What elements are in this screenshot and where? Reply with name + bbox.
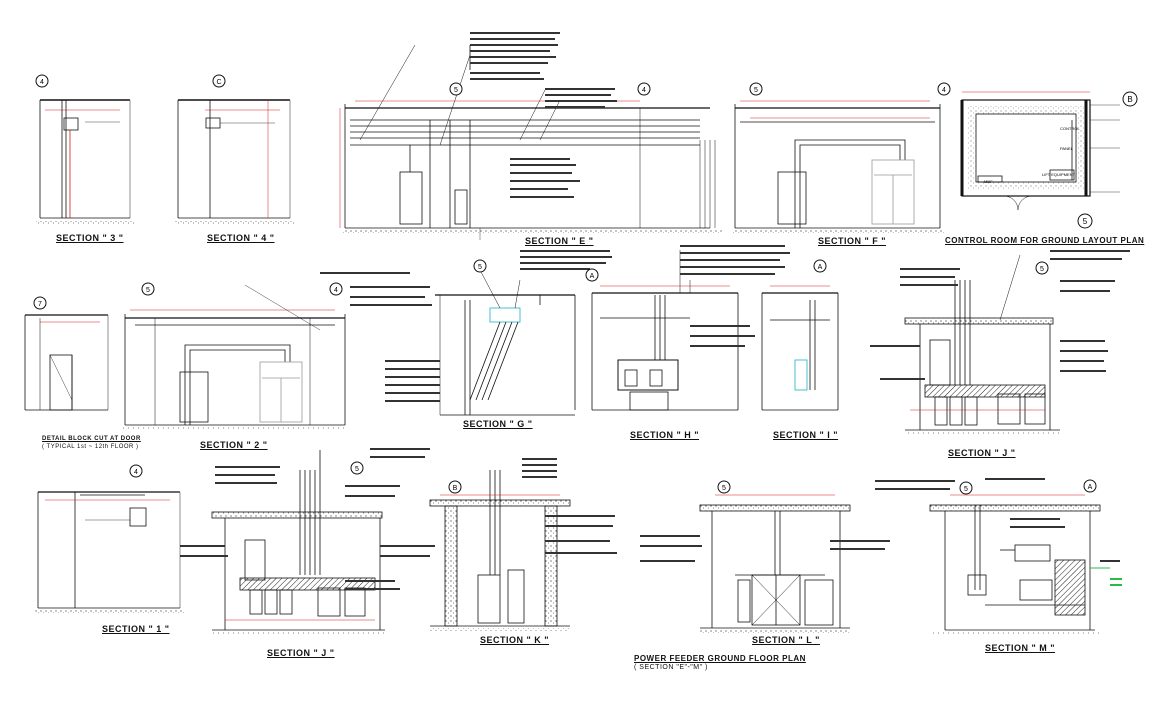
section-h-notes: [680, 245, 790, 347]
section-j-top-drawing: [904, 254, 1060, 435]
grid-bubble-label: C: [216, 79, 221, 86]
grid-bubble-label: 5: [478, 264, 482, 271]
grid-bubble-label: 4: [642, 87, 646, 94]
section-3-drawing: [36, 99, 134, 224]
grid-bubble-label: 5: [722, 485, 726, 492]
grid-bubble: [1122, 91, 1138, 107]
grid-bubble: [959, 481, 973, 495]
grid-bubble-label: 7: [38, 301, 42, 308]
control-room-plan-title: CONTROL ROOM FOR GROUND LAYOUT PLAN: [945, 236, 1145, 245]
section-1-title: SECTION " 1 ": [102, 624, 170, 634]
section-j-top-title: SECTION " J ": [948, 448, 1016, 458]
grid-bubble: [35, 74, 49, 88]
section-l-title: SECTION " L ": [752, 635, 820, 645]
section-2-drawing: [122, 284, 348, 430]
grid-bubble-label: 5: [1083, 217, 1088, 226]
section-m-drawing: [929, 494, 1110, 635]
grid-bubble: [33, 296, 47, 310]
control-room-plan: [960, 91, 1120, 211]
section-l-notes: [640, 535, 890, 562]
grid-bubble: [1077, 213, 1093, 229]
section-l-drawing: [699, 494, 851, 633]
grid-bubble: [350, 461, 364, 475]
grid-bubble: [129, 464, 143, 478]
section-4-drawing: [174, 99, 294, 224]
section-k-notes: [380, 458, 617, 557]
section-h-drawing: [591, 250, 739, 411]
section-e-drawing: [339, 44, 722, 240]
section-2-title: SECTION " 2 ": [200, 440, 268, 450]
section-m-title: SECTION " M ": [985, 643, 1056, 653]
section-e-title: SECTION " E ": [525, 236, 594, 246]
section-f-drawing: [732, 100, 944, 233]
grid-bubble: [212, 74, 226, 88]
section-g-notes: [320, 250, 612, 402]
grid-bubble-label: A: [818, 264, 823, 271]
grid-bubble: [717, 480, 731, 494]
grid-bubble: [585, 268, 599, 282]
section-i-title: SECTION " I ": [773, 430, 839, 440]
section-f-title: SECTION " F ": [818, 236, 887, 246]
section-k-drawing: [429, 470, 571, 631]
room-label: CONTROL: [1060, 126, 1080, 131]
grid-bubble: [329, 282, 343, 296]
grid-bubble-label: A: [1088, 484, 1093, 491]
grid-bubble-label: 5: [355, 466, 359, 473]
grid-bubble: [448, 480, 462, 494]
section-k-title: SECTION " K ": [480, 635, 550, 645]
grid-bubble-label: 5: [454, 87, 458, 94]
section-4-title: SECTION " 4 ": [207, 233, 275, 243]
room-label: LIFT EQUIPMENT: [1042, 172, 1076, 177]
grid-bubble-label: B: [453, 485, 458, 492]
section-h-title: SECTION " H ": [630, 430, 700, 440]
detail-block-note-line1: DETAIL BLOCK CUT AT DOOR: [42, 436, 141, 442]
grid-bubble: [637, 82, 651, 96]
grid-bubble: [1035, 261, 1049, 275]
section-j-bottom-drawing: [211, 450, 387, 635]
section-j-bottom-title: SECTION " J ": [267, 648, 335, 658]
grid-bubble-label: 4: [134, 469, 138, 476]
section-3-title: SECTION " 3 ": [56, 233, 124, 243]
grid-bubble-label: B: [1127, 95, 1132, 104]
section-g-title: SECTION " G ": [463, 419, 533, 429]
grid-bubble-label: A: [590, 273, 595, 280]
grid-bubble-label: 5: [146, 287, 150, 294]
section-e-notes: [470, 32, 617, 198]
grid-bubble-label: 4: [942, 87, 946, 94]
grid-bubble-label: 4: [334, 287, 338, 294]
grid-bubble: [141, 282, 155, 296]
grid-bubble: [449, 82, 463, 96]
grid-bubble-label: 4: [40, 79, 44, 86]
grid-bubble: [749, 82, 763, 96]
section-g-drawing: [435, 269, 576, 416]
power-feeder-plan-subtitle: ( SECTION "E"-"M" ): [634, 664, 708, 671]
room-label: PANEL: [1060, 146, 1074, 151]
section-1-drawing: [34, 491, 184, 613]
grid-bubble: [937, 82, 951, 96]
room-label: MDF: [984, 179, 993, 184]
section-j-bottom-notes: [180, 448, 430, 590]
grid-bubble-label: 5: [964, 486, 968, 493]
section-i-drawing: [761, 285, 839, 411]
grid-bubble: [1083, 479, 1097, 493]
detail-block-drawing: [24, 314, 109, 411]
detail-block-note-line2: ( TYPICAL 1st ~ 12th FLOOR ): [42, 444, 139, 450]
grid-bubble: [813, 259, 827, 273]
power-feeder-plan-title: POWER FEEDER GROUND FLOOR PLAN: [634, 654, 806, 663]
section-j-top-notes: [870, 250, 1130, 380]
grid-bubble-label: 5: [754, 87, 758, 94]
section-m-notes: [875, 478, 1122, 586]
grid-bubble: [473, 259, 487, 273]
grid-bubble-label: 5: [1040, 266, 1044, 273]
